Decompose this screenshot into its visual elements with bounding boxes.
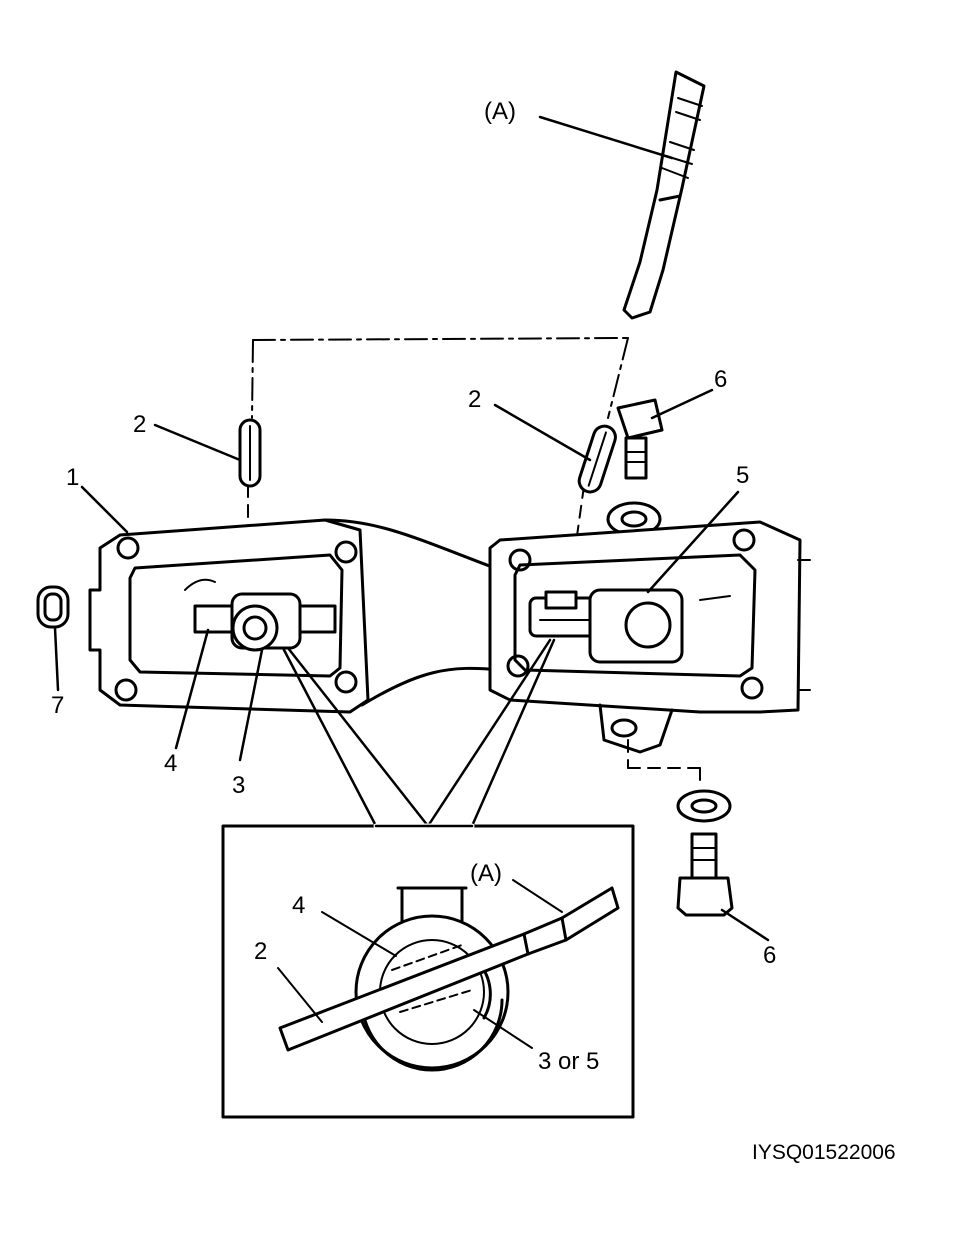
detail-label-yoke: 3 or 5 bbox=[538, 1048, 600, 1075]
callout-pin-left: 2 bbox=[133, 411, 147, 438]
plug-top bbox=[618, 400, 662, 478]
callout-case: 1 bbox=[66, 464, 80, 491]
callout-plug-seal: 7 bbox=[51, 692, 65, 719]
zoom-wedge bbox=[283, 640, 554, 826]
spring-pin-left bbox=[240, 420, 260, 486]
callout-shaft-4: 4 bbox=[164, 750, 178, 777]
detail-label-shaft-4: 4 bbox=[292, 892, 306, 919]
callout-plug-bottom: 6 bbox=[763, 942, 777, 969]
detail-label-tool-a: (A) bbox=[470, 860, 502, 887]
callout-pin-right: 2 bbox=[468, 386, 482, 413]
figure-code: IYSQ01522006 bbox=[752, 1141, 896, 1164]
leader-lines bbox=[82, 390, 768, 940]
plug-bottom bbox=[678, 834, 732, 915]
special-tool-a bbox=[540, 72, 704, 318]
spring-pin-right bbox=[576, 423, 618, 494]
plug-seal-7 bbox=[38, 587, 68, 690]
callout-yoke-3: 3 bbox=[232, 772, 246, 799]
detail-label-pin-2: 2 bbox=[254, 938, 268, 965]
case-1 bbox=[90, 520, 810, 752]
callout-shaft-5: 5 bbox=[736, 462, 750, 489]
callout-plug-top: 6 bbox=[714, 366, 728, 393]
gasket-bottom bbox=[678, 791, 730, 821]
detail-view bbox=[278, 826, 618, 1070]
callout-tool-a: (A) bbox=[484, 98, 516, 125]
shift-shaft-5 bbox=[530, 590, 682, 662]
shift-yoke-3 bbox=[232, 594, 300, 650]
